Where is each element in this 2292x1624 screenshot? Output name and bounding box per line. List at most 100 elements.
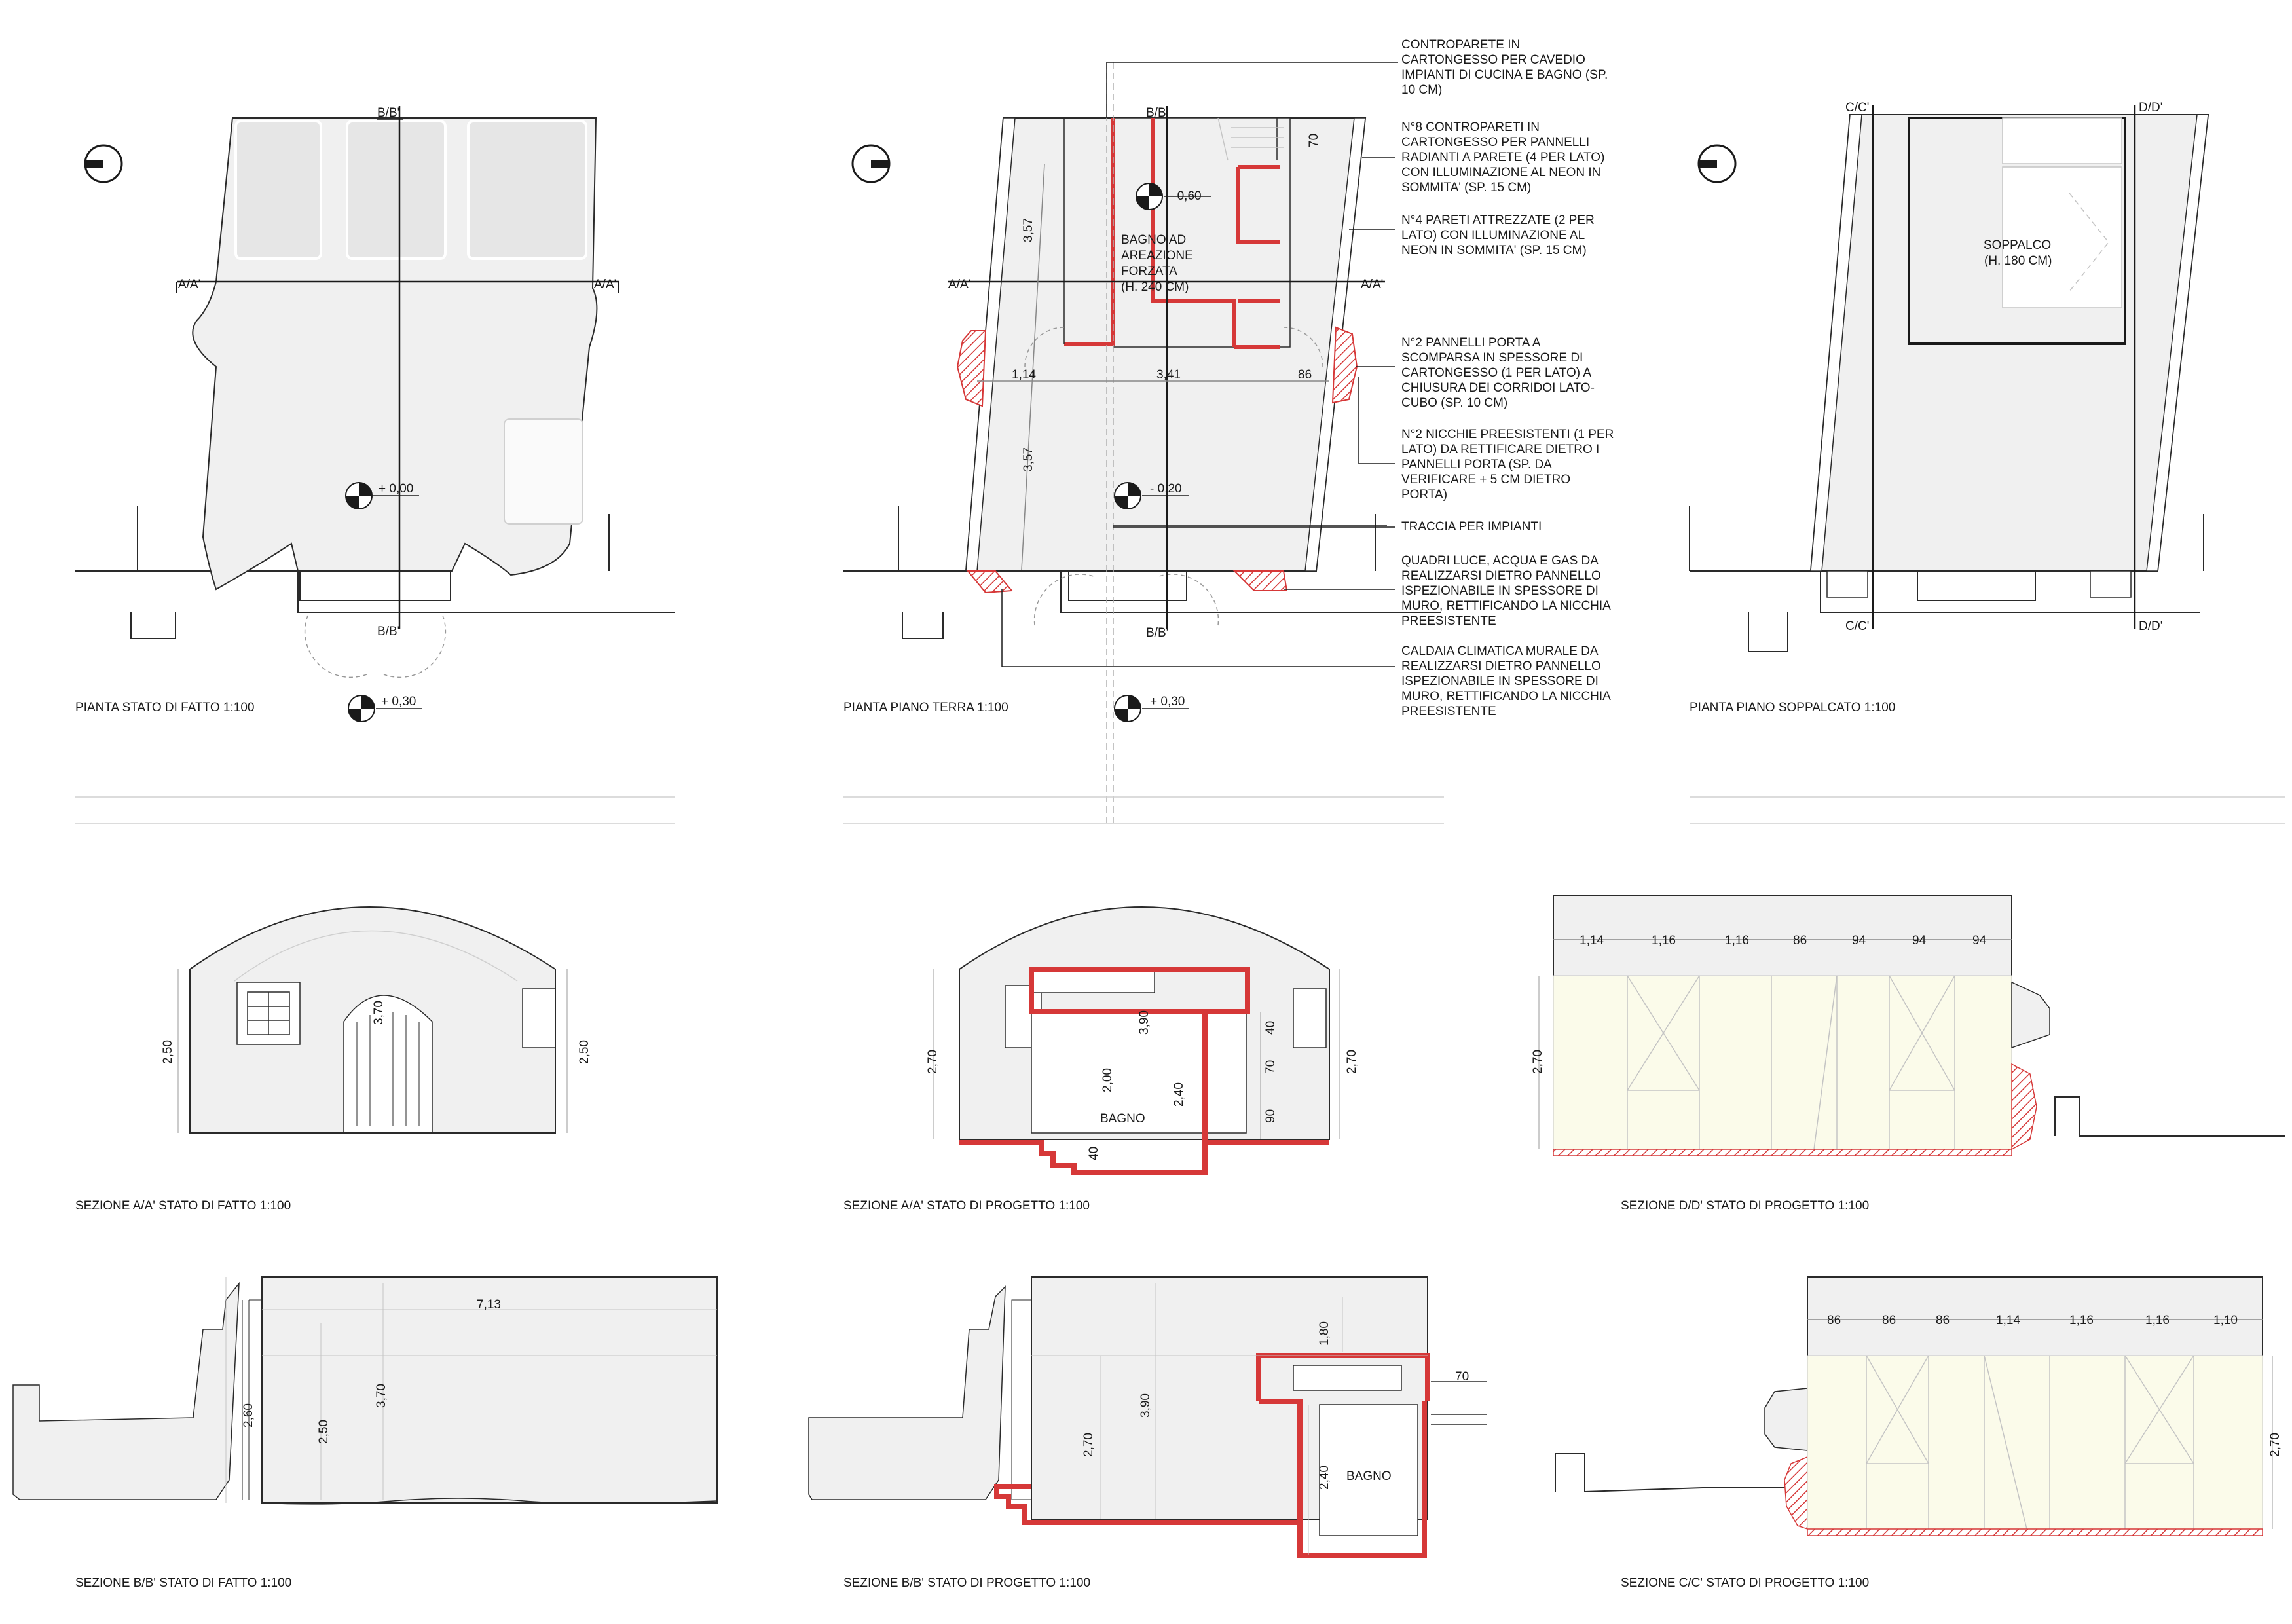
dimension-label: 94 [1972, 934, 1987, 948]
note-leaders [1001, 62, 1398, 667]
dimension-label: 3,70 [372, 1001, 386, 1025]
dimension-label: 1,80 [1318, 1321, 1331, 1346]
section-aa-project [933, 906, 1340, 1175]
note-utility-trace: TRACCIA PER IMPIANTI [1401, 520, 1542, 534]
dimension-label: 1,16 [1725, 934, 1749, 948]
dimension-label: 2,50 [161, 1040, 175, 1064]
level-marker-icon [1136, 183, 1211, 210]
north-arrow-icon [84, 144, 123, 183]
dimension-label: 2,70 [926, 1050, 940, 1074]
room-label-mezzanine: SOPPALCO [1984, 238, 2051, 252]
room-label-mezzanine-height: (H. 180 CM) [1984, 254, 2052, 268]
cut-label-bb-top-2: B/B' [1146, 106, 1168, 120]
north-arrow-icon [1697, 144, 1737, 183]
dimension-label: 2,60 [242, 1403, 255, 1428]
room-label-bath-section-bb: BAGNO [1346, 1469, 1392, 1483]
room-label-bath-1: BAGNO AD [1121, 233, 1186, 247]
row-separators [75, 796, 2285, 824]
caption-section-cc-project: SEZIONE C/C' STATO DI PROGETTO 1:100 [1621, 1576, 1870, 1590]
cut-label-bb-bottom: B/B' [377, 625, 399, 638]
caption-plan-existing: PIANTA STATO DI FATTO 1:100 [75, 701, 255, 714]
dimension-label: 3,90 [1137, 1010, 1151, 1035]
level-label-inside-2: - 0,20 [1150, 482, 1182, 496]
level-marker-icon [348, 695, 422, 722]
level-label-outside-2: + 0,30 [1150, 695, 1185, 709]
level-marker-icon [345, 482, 419, 509]
dimension-label: 2,70 [1345, 1050, 1359, 1074]
dimension-label: 3,41 [1156, 368, 1181, 382]
plan-mezzanine [1689, 105, 2209, 652]
section-aa-existing [177, 906, 568, 1134]
plan-ground-floor [843, 62, 1441, 825]
level-marker-icon [1114, 482, 1189, 509]
dimension-label: 2,70 [1531, 1050, 1545, 1074]
room-label-bath-4: (H. 240 CM) [1121, 280, 1189, 294]
dimension-label: 70 [1307, 134, 1321, 147]
dimension-label: 94 [1912, 934, 1927, 948]
caption-plan-mezzanine: PIANTA PIANO SOPPALCATO 1:100 [1690, 701, 1896, 714]
caption-plan-ground: PIANTA PIANO TERRA 1:100 [843, 701, 1008, 714]
dimension-label: 2,00 [1101, 1068, 1115, 1092]
cut-label-aa-left-2: A/A' [948, 278, 970, 291]
cut-label-bb-top: B/B' [377, 106, 399, 120]
dimension-label: 86 [1936, 1314, 1950, 1327]
dimension-label: 86 [1827, 1314, 1841, 1327]
room-label-bath-section-aa: BAGNO [1100, 1112, 1145, 1126]
dimension-label: 86 [1882, 1314, 1896, 1327]
dimension-label: 70 [1264, 1060, 1278, 1074]
dimension-label: 1,14 [1012, 368, 1036, 382]
caption-section-bb-existing: SEZIONE B/B' STATO DI FATTO 1:100 [75, 1576, 292, 1590]
section-bb-project [808, 1276, 1490, 1558]
dimension-label: 1,10 [2213, 1314, 2238, 1327]
level-label-outside: + 0,30 [381, 695, 416, 709]
room-label-bath-3: FORZATA [1121, 265, 1177, 278]
cut-label-dd-top: D/D' [2139, 101, 2162, 115]
dimension-label: 94 [1852, 934, 1866, 948]
cut-label-aa-right: A/A' [594, 278, 616, 291]
caption-section-aa-project: SEZIONE A/A' STATO DI PROGETTO 1:100 [843, 1199, 1090, 1213]
dimension-label: 3,90 [1139, 1393, 1153, 1418]
dimension-label: 1,16 [1652, 934, 1676, 948]
dimension-label: 2,40 [1318, 1466, 1331, 1490]
caption-section-aa-existing: SEZIONE A/A' STATO DI FATTO 1:100 [75, 1199, 291, 1213]
section-cc-project [1555, 1276, 2273, 1536]
north-arrow-icon [851, 144, 891, 183]
dimension-label: 90 [1264, 1109, 1278, 1123]
cut-label-aa-right-2: A/A' [1361, 278, 1383, 291]
level-label-inside: + 0,00 [379, 482, 413, 496]
cut-label-cc-top: C/C' [1845, 101, 1869, 115]
dimension-label: 3,57 [1022, 447, 1035, 471]
section-dd-project [1538, 895, 2285, 1156]
caption-section-dd-project: SEZIONE D/D' STATO DI PROGETTO 1:100 [1621, 1199, 1870, 1213]
dimension-label: 2,70 [2268, 1433, 2282, 1457]
caption-section-bb-project: SEZIONE B/B' STATO DI PROGETTO 1:100 [843, 1576, 1091, 1590]
dimension-label: 1,16 [2145, 1314, 2170, 1327]
dimension-label: 2,50 [578, 1040, 591, 1064]
cut-label-bb-bottom-2: B/B' [1146, 626, 1168, 640]
dimension-label: 40 [1087, 1147, 1101, 1160]
cut-label-cc-bottom: C/C' [1845, 619, 1869, 633]
dimension-label: 2,70 [1082, 1433, 1096, 1457]
dimension-label: 2,40 [1172, 1082, 1186, 1107]
cut-label-aa-left: A/A' [178, 278, 200, 291]
dimension-label: 3,70 [375, 1384, 388, 1408]
level-marker-icon [1114, 695, 1189, 722]
dimension-label: 3,57 [1022, 218, 1035, 242]
room-label-bath-2: AREAZIONE [1121, 249, 1193, 263]
dimension-label: 86 [1793, 934, 1807, 948]
dimension-label: 86 [1298, 368, 1312, 382]
cut-label-dd-bottom: D/D' [2139, 619, 2162, 633]
plan-existing [75, 106, 675, 678]
dimension-label: 1,16 [2069, 1314, 2094, 1327]
level-label-bath: - 0,60 [1170, 189, 1202, 203]
dimension-label: 1,14 [1996, 1314, 2020, 1327]
dimension-label: 1,14 [1580, 934, 1604, 948]
dimension-label: 70 [1455, 1370, 1469, 1384]
